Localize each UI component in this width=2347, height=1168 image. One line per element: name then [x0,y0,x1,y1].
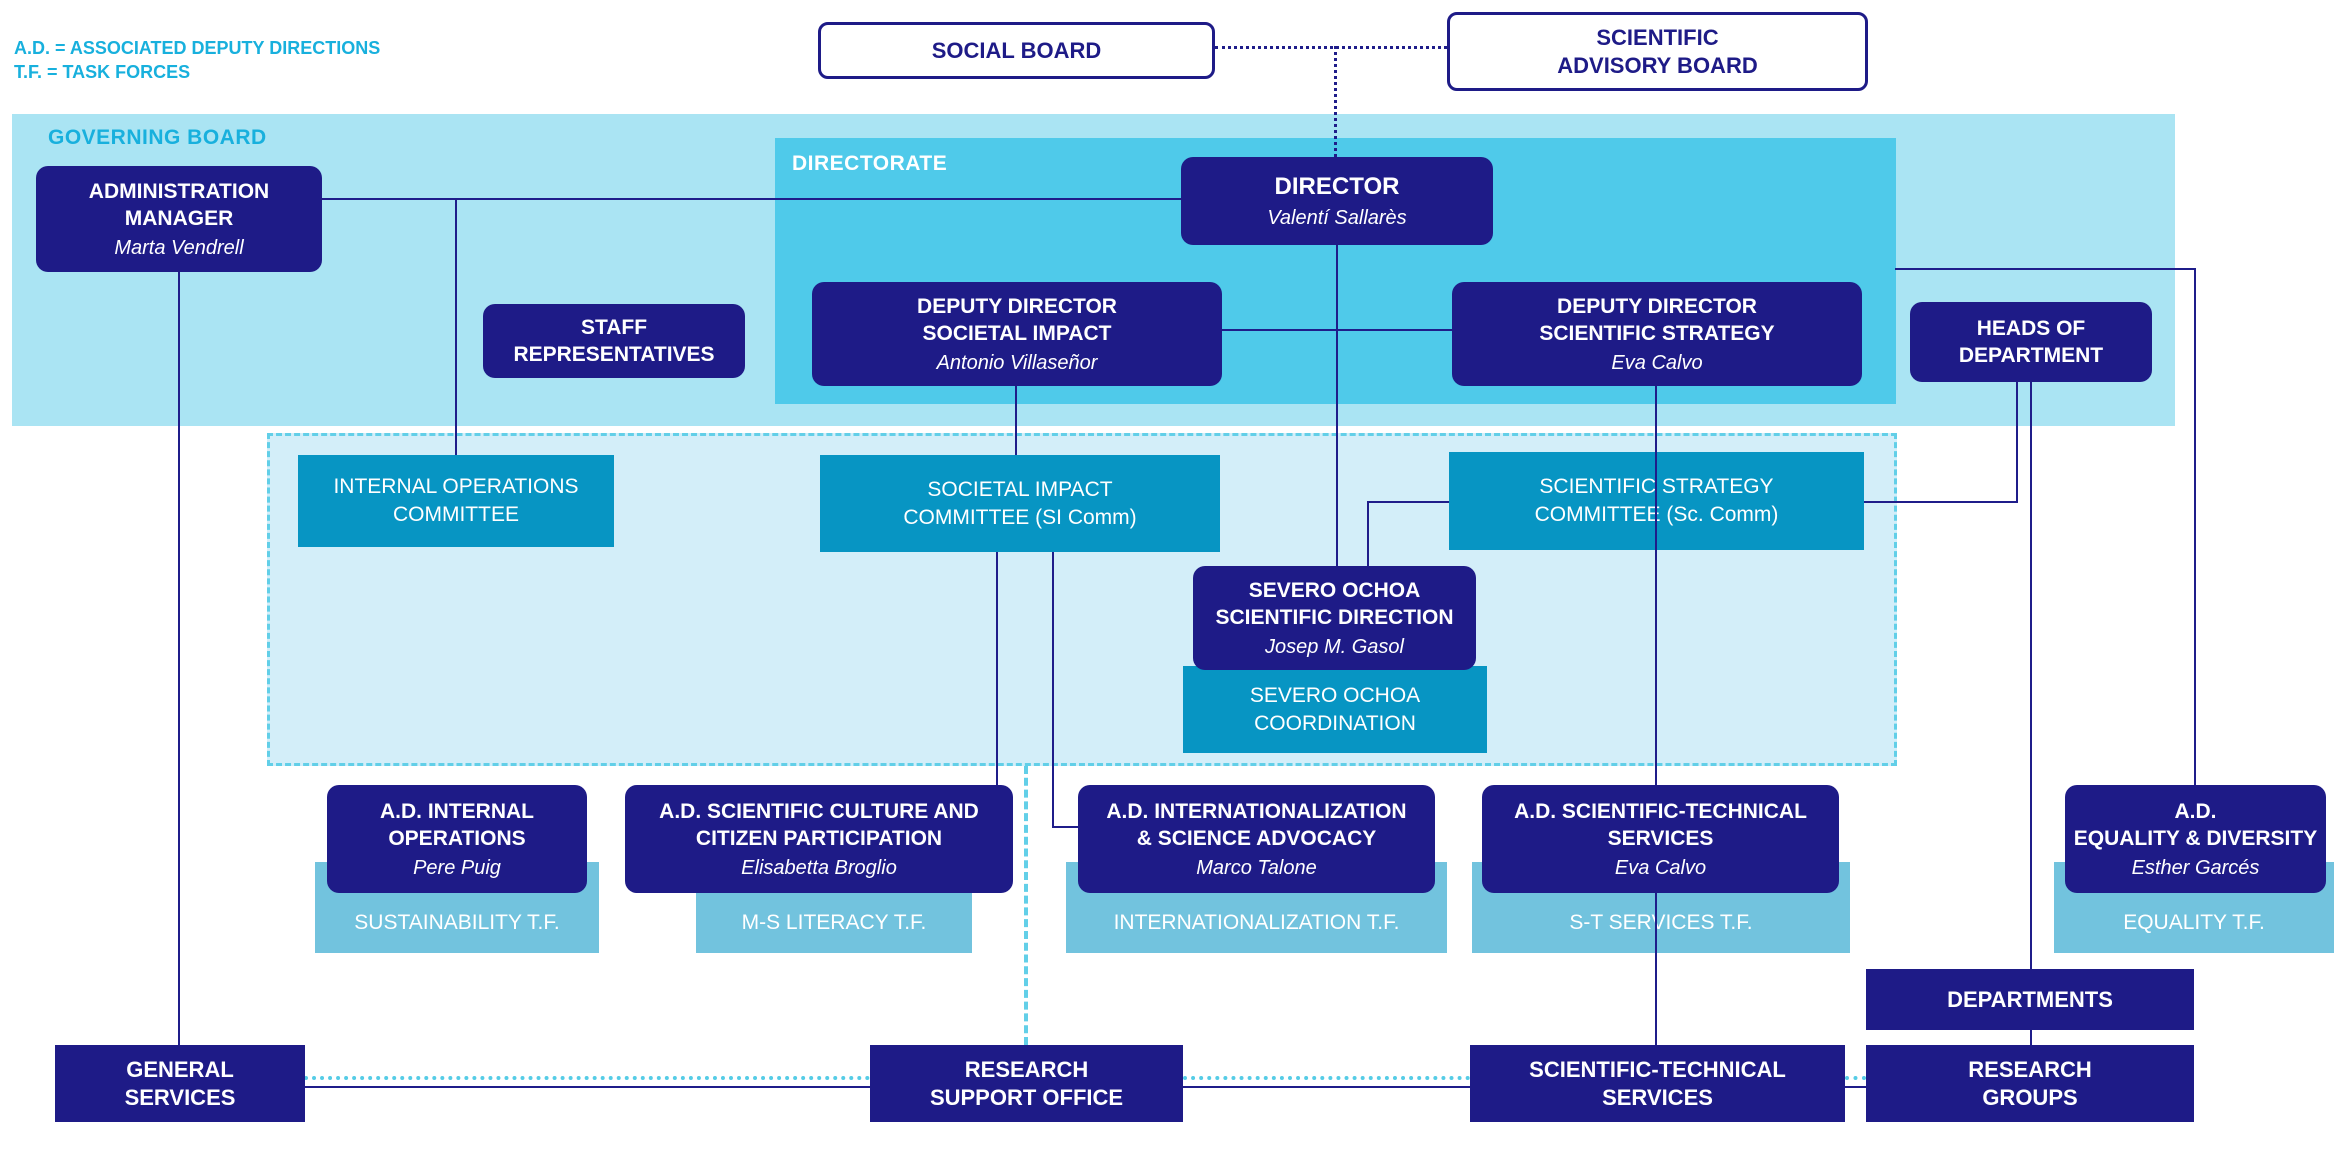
connector-heads-strategy-v [2016,382,2018,503]
solid-bottom-link-1 [304,1086,870,1088]
node-ad-internationalization: A.D. INTERNATIONALIZATION & SCIENCE ADVO… [1078,785,1435,893]
connector-deputy-directors [1220,329,1452,331]
ad-scientific-technical-title: A.D. SCIENTIFIC-TECHNICAL SERVICES [1514,799,1807,850]
dashed-committee-research-support-link [1024,766,1028,1045]
dotted-social-advisory-link [1215,46,1447,49]
administration-manager-name: Marta Vendrell [114,236,244,259]
legend-line-1: A.D. = ASSOCIATED DEPUTY DIRECTIONS [14,38,381,58]
connector-heads-strategy-h [1864,501,2018,503]
severo-direction-title: SEVERO OCHOA SCIENTIFIC DIRECTION [1215,578,1454,629]
node-social-board: SOCIAL BOARD [818,22,1215,79]
node-deputy-director-scientific-strategy: DEPUTY DIRECTOR SCIENTIFIC STRATEGY Eva … [1452,282,1862,386]
connector-admin-general-services [178,271,180,1045]
node-general-services: GENERAL SERVICES [55,1045,305,1122]
deputy-scientific-name: Eva Calvo [1611,351,1703,374]
connector-through-strategy-committee [1655,452,1657,552]
dotted-boards-director-link [1334,46,1337,157]
dotted-bottom-link-1 [304,1076,870,1080]
ad-scientific-technical-name: Eva Calvo [1614,856,1707,879]
node-director: DIRECTOR Valentí Sallarès [1181,157,1493,245]
governing-board-label: GOVERNING BOARD [48,126,267,149]
connector-strategy-severo-h [1368,501,1449,503]
director-name: Valentí Sallarès [1267,206,1407,229]
node-deputy-director-societal-impact: DEPUTY DIRECTOR SOCIETAL IMPACT Antonio … [812,282,1222,386]
connector-si-committee-ad-culture [996,552,998,785]
node-scientific-advisory-board: SCIENTIFIC ADVISORY BOARD [1447,12,1868,91]
node-research-groups: RESEARCH GROUPS [1866,1045,2194,1122]
solid-bottom-link-3 [1845,1086,1866,1088]
node-heads-of-department: HEADS OF DEPARTMENT [1910,302,2152,382]
ad-scientific-culture-title: A.D. SCIENTIFIC CULTURE AND CITIZEN PART… [659,799,979,850]
directorate-label: DIRECTORATE [792,152,948,175]
dotted-bottom-link-2 [1183,1076,1470,1080]
connector-heads-departments [2030,382,2032,969]
node-research-support-office: RESEARCH SUPPORT OFFICE [870,1045,1183,1122]
connector-directorate-equality-h [1895,268,2196,270]
legend-line-2: T.F. = TASK FORCES [14,62,191,82]
node-societal-impact-committee: SOCIETAL IMPACT COMMITTEE (SI Comm) [820,455,1220,552]
connector-departments-research-groups [2030,1030,2032,1045]
solid-bottom-link-2 [1183,1086,1470,1088]
ad-scientific-culture-name: Elisabetta Broglio [741,856,897,879]
node-ad-scientific-technical-services: A.D. SCIENTIFIC-TECHNICAL SERVICES Eva C… [1482,785,1839,893]
connector-to-internal-ops-committee [455,198,457,455]
ad-equality-name: Esther Garcés [2131,856,2260,879]
node-ad-scientific-culture: A.D. SCIENTIFIC CULTURE AND CITIZEN PART… [625,785,1013,893]
research-groups-title: RESEARCH GROUPS [1968,1056,2092,1110]
departments-title: DEPARTMENTS [1947,986,2113,1012]
heads-of-department-title: HEADS OF DEPARTMENT [1958,317,2104,367]
ad-internationalization-title: A.D. INTERNATIONALIZATION & SCIENCE ADVO… [1106,799,1407,850]
connector-si-committee-ad-internationalization-v [1052,552,1054,828]
scientific-technical-services-title: SCIENTIFIC-TECHNICAL SERVICES [1529,1056,1786,1110]
legend: A.D. = ASSOCIATED DEPUTY DIRECTIONS T.F.… [14,36,380,84]
deputy-societal-name: Antonio Villaseñor [936,351,1098,374]
connector-deputy-scientific-chain [1655,386,1657,1045]
node-departments: DEPARTMENTS [1866,969,2194,1030]
node-ad-equality-diversity: A.D. EQUALITY & DIVERSITY Esther Garcés [2065,785,2326,893]
research-support-office-title: RESEARCH SUPPORT OFFICE [929,1056,1124,1110]
ad-internal-operations-title: A.D. INTERNAL OPERATIONS [380,799,534,850]
dotted-bottom-link-3 [1845,1076,1866,1080]
node-staff-representatives: STAFF REPRESENTATIVES [483,304,745,378]
ad-internationalization-name: Marco Talone [1196,856,1317,879]
deputy-societal-title: DEPUTY DIRECTOR SOCIETAL IMPACT [917,294,1117,345]
connector-admin-director [322,198,1181,200]
severo-direction-name: Josep M. Gasol [1265,635,1404,658]
node-administration-manager: ADMINISTRATION MANAGER Marta Vendrell [36,166,322,272]
node-internal-operations-committee: INTERNAL OPERATIONS COMMITTEE [298,455,614,547]
node-ad-internal-operations: A.D. INTERNAL OPERATIONS Pere Puig [327,785,587,893]
connector-si-committee-ad-internationalization-h [1052,826,1078,828]
node-scientific-technical-services: SCIENTIFIC-TECHNICAL SERVICES [1470,1045,1845,1122]
node-severo-ochoa-scientific-direction: SEVERO OCHOA SCIENTIFIC DIRECTION Josep … [1193,566,1476,670]
ad-internal-operations-name: Pere Puig [413,856,501,879]
connector-to-ad-equality [2194,268,2196,785]
ad-equality-title: A.D. EQUALITY & DIVERSITY [2073,799,2318,850]
general-services-title: GENERAL SERVICES [124,1056,236,1110]
deputy-scientific-title: DEPUTY DIRECTOR SCIENTIFIC STRATEGY [1539,294,1775,345]
connector-director-severo-ochoa [1336,245,1338,566]
administration-manager-title: ADMINISTRATION MANAGER [88,179,270,230]
node-severo-ochoa-coordination: SEVERO OCHOA COORDINATION [1183,666,1487,753]
connector-strategy-severo-v [1367,501,1369,566]
connector-deputy-societal-committee [1015,386,1017,455]
staff-representatives-title: STAFF REPRESENTATIVES [513,316,715,366]
director-title: DIRECTOR [1274,172,1400,200]
